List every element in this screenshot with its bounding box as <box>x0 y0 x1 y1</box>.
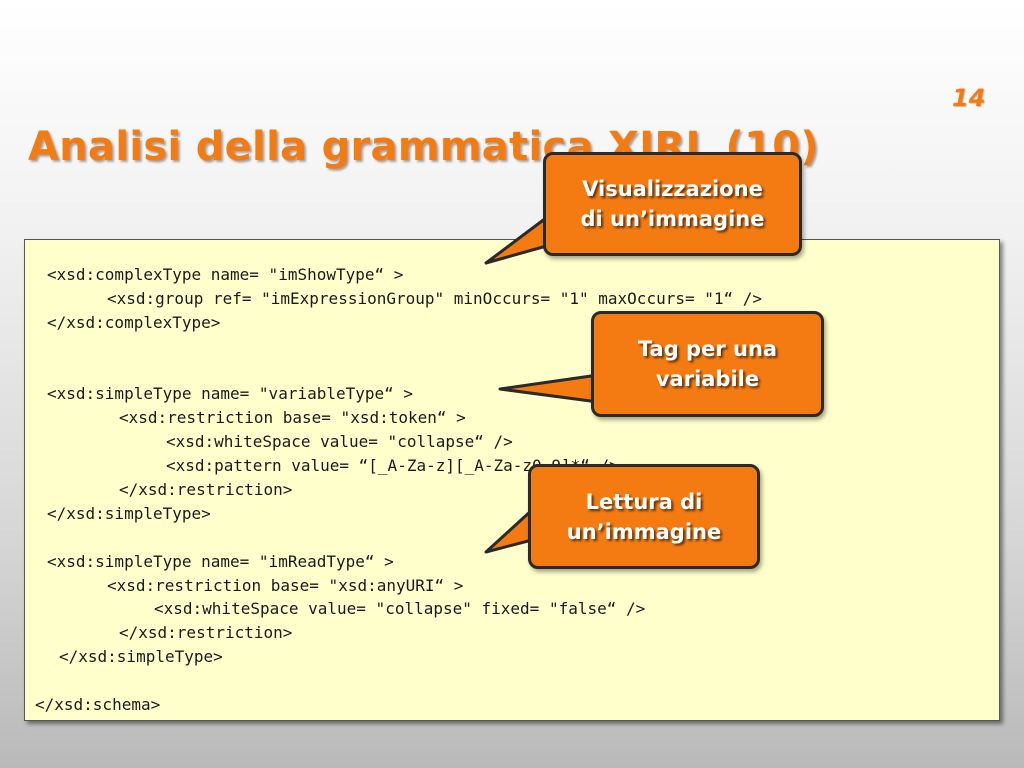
code-line-simpletype-close-2: </xsd:simpleType> <box>59 647 223 666</box>
code-line-restriction-close: </xsd:restriction> <box>119 480 293 499</box>
code-line-schema-close: </xsd:schema> <box>35 695 161 714</box>
slide-number: 14 <box>952 84 986 112</box>
code-line-whitespace-fixed: <xsd:whiteSpace value= "collapse" fixed=… <box>154 599 646 618</box>
code-line-group: <xsd:group ref= "imExpressionGroup" minO… <box>107 289 763 308</box>
code-box: <xsd:complexType name= "imShowType“ > <x… <box>24 239 1000 721</box>
callout-variable-tag-text: Tag per una variabile <box>637 337 778 391</box>
code-line-simpletype-imread-open: <xsd:simpleType name= "imReadType“ > <box>47 552 394 571</box>
callout-read-image: Lettura di un’immagine <box>528 464 760 569</box>
callout-pointer-variable-tag <box>498 373 600 404</box>
code-line-simpletype-close: </xsd:simpleType> <box>47 504 211 523</box>
callout-variable-tag: Tag per una variabile <box>591 311 824 417</box>
code-line-complextype-open: <xsd:complexType name= "imShowType“ > <box>47 265 404 284</box>
callout-pointer-read-image <box>484 508 534 554</box>
code-line-restriction-token-open: <xsd:restriction base= "xsd:token“ > <box>119 408 466 427</box>
callout-pointer-show-image <box>484 213 552 265</box>
code-line-whitespace-collapse: <xsd:whiteSpace value= "collapse“ /> <box>166 432 513 451</box>
callout-show-image: Visualizzazione di un’immagine <box>543 152 802 256</box>
code-line-simpletype-variable-open: <xsd:simpleType name= "variableType“ > <box>47 384 414 403</box>
callout-show-image-text: Visualizzazione di un’immagine <box>580 177 765 231</box>
code-line-restriction-close-2: </xsd:restriction> <box>119 623 293 642</box>
callout-read-image-text: Lettura di un’immagine <box>566 489 722 544</box>
code-line-restriction-anyuri-open: <xsd:restriction base= "xsd:anyURI“ > <box>107 576 464 595</box>
code-line-complextype-close: </xsd:complexType> <box>47 313 221 332</box>
